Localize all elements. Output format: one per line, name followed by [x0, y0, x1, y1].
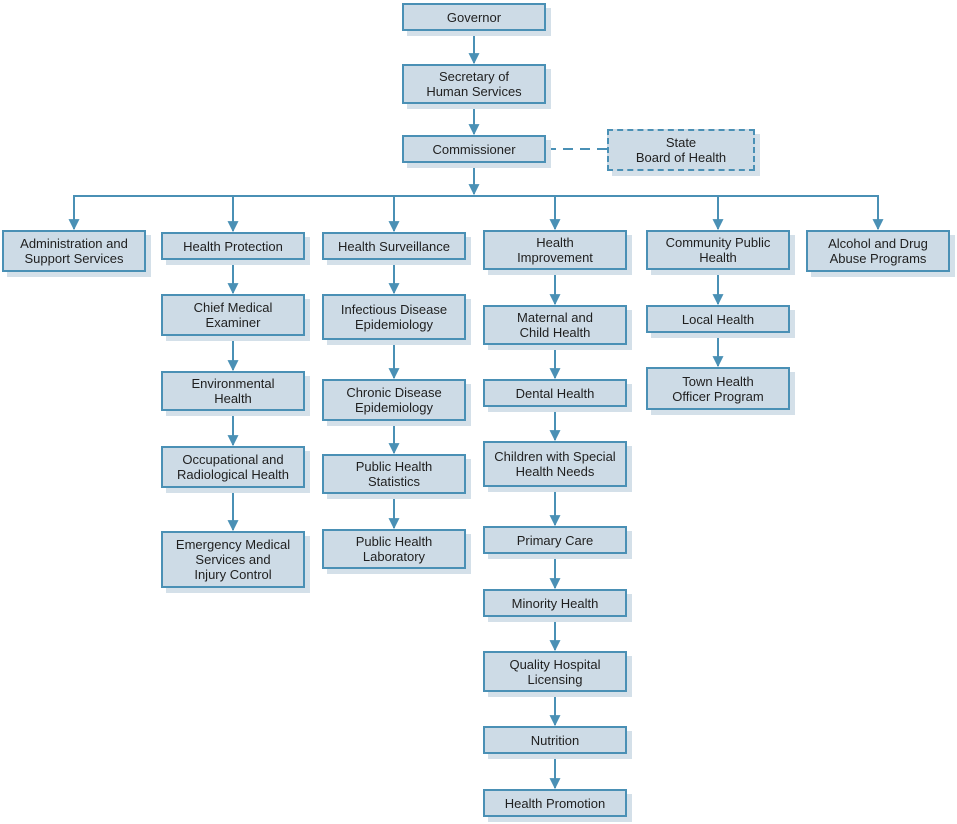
node-health-protection: Health Protection [161, 232, 305, 260]
node-minority-health: Minority Health [483, 589, 627, 617]
node-alcohol-drug-abuse: Alcohol and Drug Abuse Programs [806, 230, 950, 272]
node-commissioner: Commissioner [402, 135, 546, 163]
node-public-health-statistics: Public Health Statistics [322, 454, 466, 494]
node-nutrition: Nutrition [483, 726, 627, 754]
node-administration-support: Administration and Support Services [2, 230, 146, 272]
node-health-promotion: Health Promotion [483, 789, 627, 817]
node-governor: Governor [402, 3, 546, 31]
node-dental-health: Dental Health [483, 379, 627, 407]
node-quality-hospital-licensing: Quality Hospital Licensing [483, 651, 627, 692]
node-infectious-disease-epi: Infectious Disease Epidemiology [322, 294, 466, 340]
node-state-board-of-health: State Board of Health [607, 129, 755, 171]
node-public-health-laboratory: Public Health Laboratory [322, 529, 466, 569]
node-primary-care: Primary Care [483, 526, 627, 554]
node-chief-medical-examiner: Chief Medical Examiner [161, 294, 305, 336]
node-occupational-radiological: Occupational and Radiological Health [161, 446, 305, 488]
node-local-health: Local Health [646, 305, 790, 333]
node-community-public-health: Community Public Health [646, 230, 790, 270]
node-town-health-officer: Town Health Officer Program [646, 367, 790, 410]
node-children-special-needs: Children with Special Health Needs [483, 441, 627, 487]
node-health-surveillance: Health Surveillance [322, 232, 466, 260]
node-chronic-disease-epi: Chronic Disease Epidemiology [322, 379, 466, 421]
node-secretary-human-services: Secretary of Human Services [402, 64, 546, 104]
node-health-improvement: Health Improvement [483, 230, 627, 270]
node-environmental-health: Environmental Health [161, 371, 305, 411]
node-maternal-child-health: Maternal and Child Health [483, 305, 627, 345]
node-emergency-medical-services: Emergency Medical Services and Injury Co… [161, 531, 305, 588]
